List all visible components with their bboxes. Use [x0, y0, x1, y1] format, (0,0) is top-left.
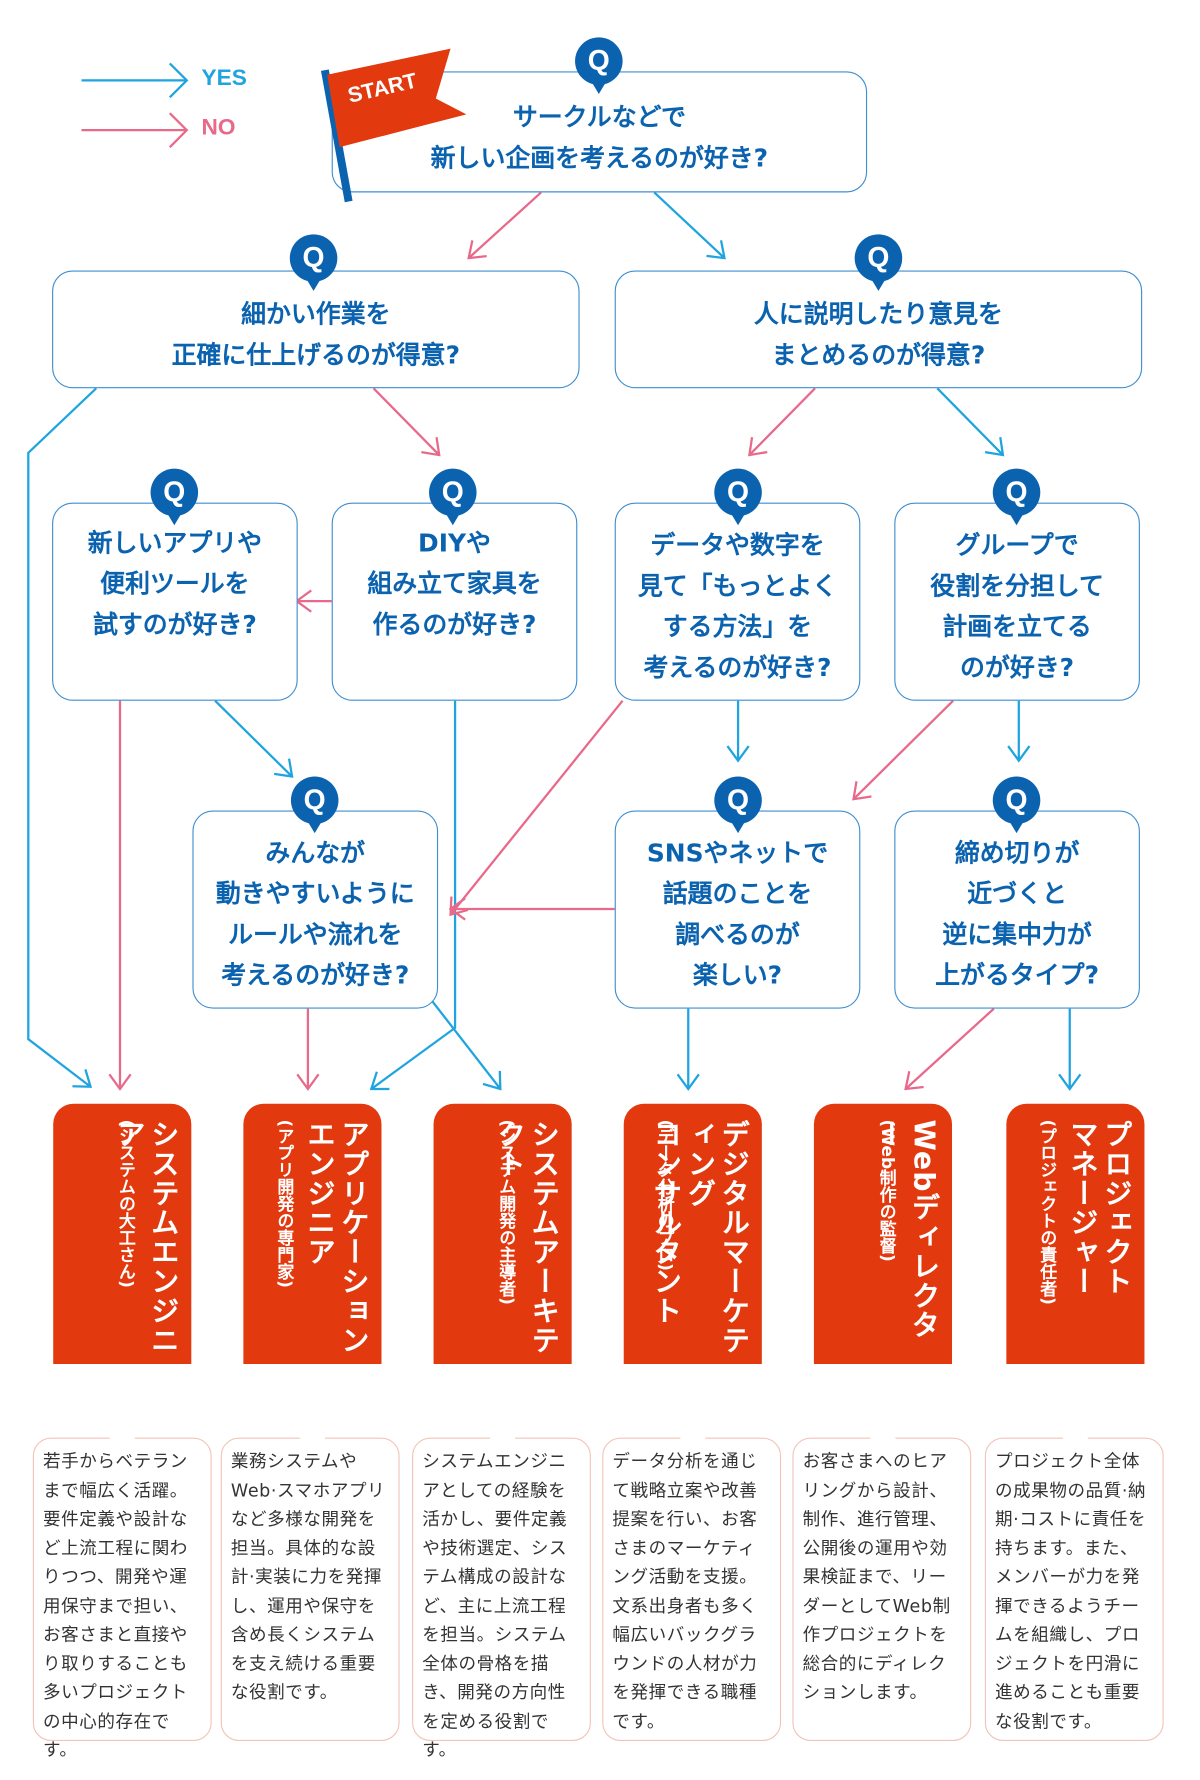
notch [1061, 1419, 1089, 1440]
question-text: データや数字を 見て「もっとよく する方法」を 考えるのが好き? [637, 531, 838, 683]
question-text: SNSやネットで 話題のことを 調べるのが 楽しい? [646, 839, 829, 990]
description-project-manager: プロジェクト全体の成果物の品質·納期·コストに責任を持ちます。また、メンバーが力… [984, 1437, 1164, 1742]
notch [108, 1419, 136, 1440]
notch [298, 1419, 327, 1440]
legend-yes-arrow [81, 62, 189, 99]
description-system-engineer: 若手からベテランまで幅広く活躍。要件定義や設計など上流工程に関わりつつ、開発や運… [32, 1437, 212, 1760]
arrow-q10-no [904, 1007, 995, 1091]
question-q10: 締め切りが 近づくと 逆に集中力が 上がるタイプ? [894, 810, 1140, 1009]
description-web-director: お客さまへのヒアリングから設計、制作、進行管理、公開後の運用や効果検証まで、リー… [792, 1437, 972, 1742]
start-flag-icon [320, 48, 467, 203]
result-project-manager: プロジェクト マネージャー (プロジェクトの責任者) [1006, 1103, 1145, 1365]
result-title: アプリケーション エンジニア [303, 1119, 371, 1356]
q-badge-icon: Q [289, 234, 338, 291]
description-text: お客さまへのヒアリングから設計、制作、進行管理、公開後の運用や効果検証まで、リー… [802, 1451, 951, 1703]
result-subtitle: (システム開発の主導者) [496, 1119, 518, 1305]
arrow-q5-no [294, 589, 332, 613]
description-text: システムエンジニアとしての経験を活かし、要件定義や技術選定、システム構成の設計な… [422, 1451, 568, 1761]
result-title: デジタルマーケティング コンサルタント [649, 1119, 751, 1356]
arrow-q3-yes [936, 387, 1005, 457]
result-title: Webディレクター [873, 1119, 941, 1340]
notch [679, 1419, 707, 1440]
question-text: 新しいアプリや 便利ツールを 試すのが好き? [87, 529, 263, 640]
arrow-q3-no [748, 387, 816, 457]
arrow-q2-yes [27, 387, 97, 1088]
result-subtitle: (Web制作の監督) [877, 1119, 898, 1262]
arrow-q9-no [448, 897, 615, 921]
result-web-director: Webディレクター (Web制作の監督) [813, 1103, 953, 1365]
arrow-q9-yes [676, 1008, 700, 1091]
question-q7: グループで 役割を分担して 計画を立てる のが好き? [894, 502, 1140, 701]
arrow-q1-yes [653, 191, 726, 260]
notch [489, 1419, 517, 1440]
arrow-q8-no [296, 1008, 320, 1091]
question-text: グループで 役割を分担して 計画を立てる のが好き? [930, 531, 1104, 683]
question-text: 人に説明したり意見を まとめるのが得意? [753, 301, 1003, 371]
arrow-q6-yes [726, 700, 750, 763]
result-subtitle: (システムの大工さん) [116, 1119, 137, 1288]
description-digital-marketing-consultant: データ分析を通じて戦略立案や改善提案を行い、お客さまのマーケティング活動を支援。… [602, 1437, 782, 1742]
legend-no-label: NO [201, 115, 236, 141]
arrow-q7-yes [1007, 700, 1031, 763]
notch [869, 1419, 897, 1440]
arrow-q1-no [467, 191, 542, 260]
question-q5: DIYや 組み立て家具を 作るのが好き? [331, 502, 578, 701]
result-title: システムアーキテクト [493, 1119, 561, 1356]
q-badge-icon: Q [150, 468, 199, 526]
legend-no-arrow [81, 112, 189, 148]
q-badge-icon: Q [714, 468, 762, 526]
question-text: みんなが 動きやすいように ルールや流れを 考えるのが好き? [215, 839, 415, 990]
question-text: 細かい作業を 正確に仕上げるのが得意? [171, 301, 461, 371]
description-text: データ分析を通じて戦略立案や改善提案を行い、お客さまのマーケティング活動を支援。… [612, 1451, 758, 1732]
q-badge-icon: Q [429, 468, 477, 526]
arrow-q2-no [372, 387, 441, 457]
question-q9: SNSやネットで 話題のことを 調べるのが 楽しい? [614, 810, 861, 1009]
result-digital-marketing-consultant: デジタルマーケティング コンサルタント (データ分析のプロ) [623, 1103, 762, 1365]
q-badge-icon: Q [714, 776, 762, 834]
description-system-architect: システムエンジニアとしての経験を活かし、要件定義や技術選定、システム構成の設計な… [412, 1437, 591, 1760]
result-title: システムエンジニア [113, 1119, 180, 1356]
result-title: プロジェクト マネージャー [1066, 1119, 1134, 1297]
result-system-architect: システムアーキテクト (システム開発の主導者) [433, 1103, 572, 1365]
question-text: 締め切りが 近づくと 逆に集中力が 上がるタイプ? [935, 839, 1100, 990]
description-text: プロジェクト全体の成果物の品質·納期·コストに責任を持ちます。また、メンバーが力… [995, 1451, 1147, 1732]
arrow-q7-no [852, 699, 954, 801]
arrow-q4-no [108, 700, 132, 1091]
question-q8: みんなが 動きやすいように ルールや流れを 考えるのが好き? [192, 810, 439, 1009]
result-subtitle: (プロジェクトの責任者) [1038, 1119, 1059, 1305]
arrow-q4-yes [214, 699, 294, 778]
question-q4: 新しいアプリや 便利ツールを 試すのが好き? [52, 502, 298, 701]
result-subtitle: (アプリ開発の専門家) [275, 1119, 296, 1288]
question-text: サークルなどで 新しい企画を考えるのが好き? [430, 103, 769, 173]
q-badge-icon: Q [290, 776, 339, 834]
arrow-q10-yes [1058, 1008, 1082, 1091]
description-text: 業務システムやWeb·スマホアプリなど多様な開発を担当。具体的な設計·実装に力を… [230, 1451, 386, 1703]
description-text: 若手からベテランまで幅広く活躍。要件定義や設計など上流工程に関わりつつ、開発や運… [43, 1451, 188, 1761]
q-badge-icon: Q [854, 234, 903, 291]
arrow-q6-no [449, 699, 624, 917]
q-badge-icon: Q [992, 468, 1041, 526]
question-text: DIYや 組み立て家具を 作るのが好き? [367, 529, 542, 640]
question-q6: データや数字を 見て「もっとよく する方法」を 考えるのが好き? [614, 502, 861, 701]
result-system-engineer: システムエンジニア (システムの大工さん) [53, 1103, 192, 1365]
legend-yes-label: YES [201, 65, 247, 91]
q-badge-icon: Q [575, 37, 623, 94]
arrow-q5-yes [369, 700, 457, 1091]
q-badge-icon: Q [992, 776, 1041, 834]
result-application-engineer: アプリケーション エンジニア (アプリ開発の専門家) [243, 1103, 382, 1365]
result-subtitle: (データ分析のプロ) [655, 1119, 676, 1271]
description-application-engineer: 業務システムやWeb·スマホアプリなど多様な開発を担当。具体的な設計·実装に力を… [220, 1437, 400, 1742]
